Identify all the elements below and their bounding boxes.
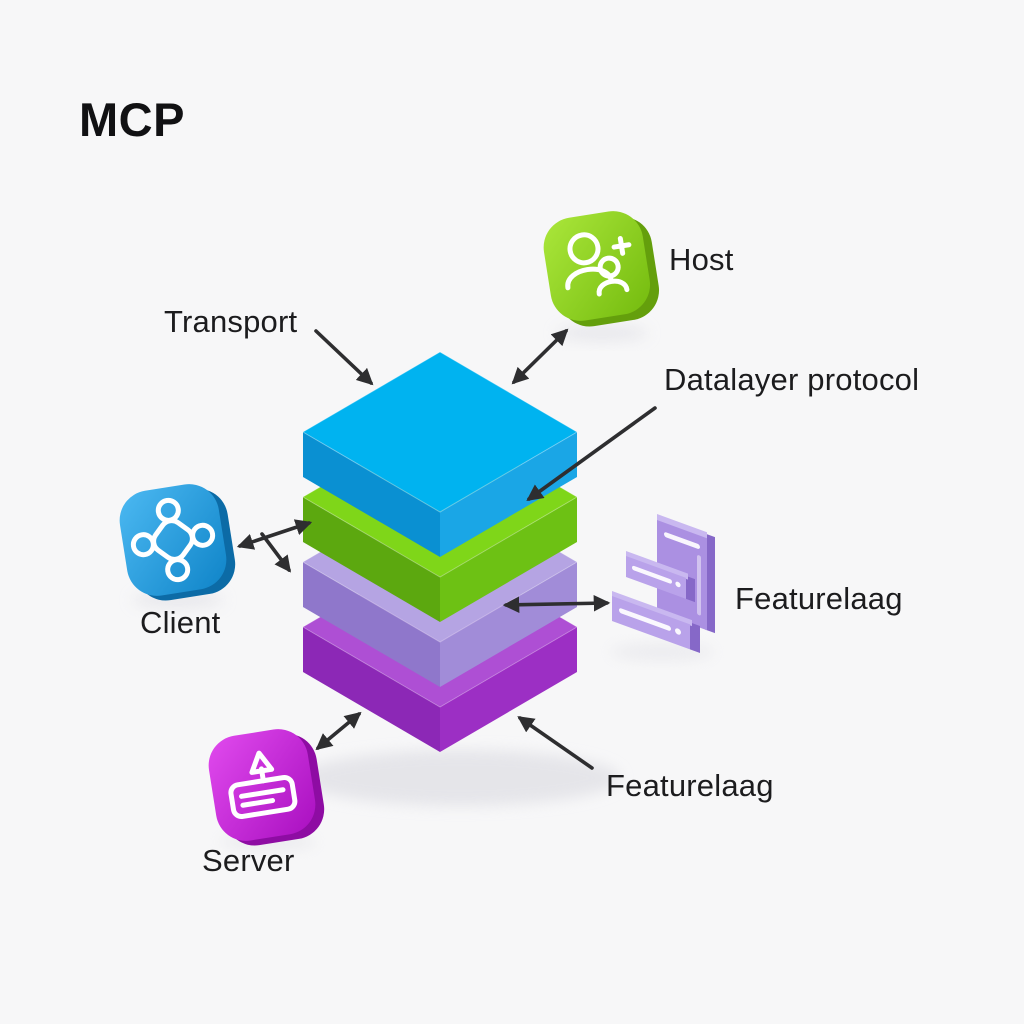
client-icon <box>119 484 236 601</box>
label-featurelaag-bottom: Featurelaag <box>606 768 774 803</box>
arrow-host <box>511 328 569 385</box>
label-server: Server <box>202 843 295 878</box>
host-icon-shadow <box>556 324 648 342</box>
label-client: Client <box>140 605 221 640</box>
network-hub-icon <box>130 497 216 583</box>
stack-shadow <box>300 750 620 806</box>
stack-layer-transport <box>302 351 578 557</box>
users-icon <box>565 232 632 297</box>
label-featurelaag-right: Featurelaag <box>735 581 903 616</box>
arrow-datalayer <box>526 406 657 501</box>
arrow-featurelaag-right <box>502 594 611 614</box>
arrow-server <box>315 711 362 751</box>
arrow-client-upper <box>236 519 313 550</box>
upload-tray-icon <box>228 750 298 820</box>
arrow-transport <box>314 329 374 386</box>
arrow-featurelaag-bottom <box>517 716 594 770</box>
label-host: Host <box>669 242 734 277</box>
label-transport: Transport <box>164 304 298 339</box>
server-icon <box>208 729 325 846</box>
arrow-client-lower <box>260 532 291 573</box>
page-title: MCP <box>79 93 185 146</box>
featurelaag-icon <box>612 514 715 654</box>
label-datalayer-protocol: Datalayer protocol <box>664 362 920 397</box>
host-icon <box>543 211 660 327</box>
